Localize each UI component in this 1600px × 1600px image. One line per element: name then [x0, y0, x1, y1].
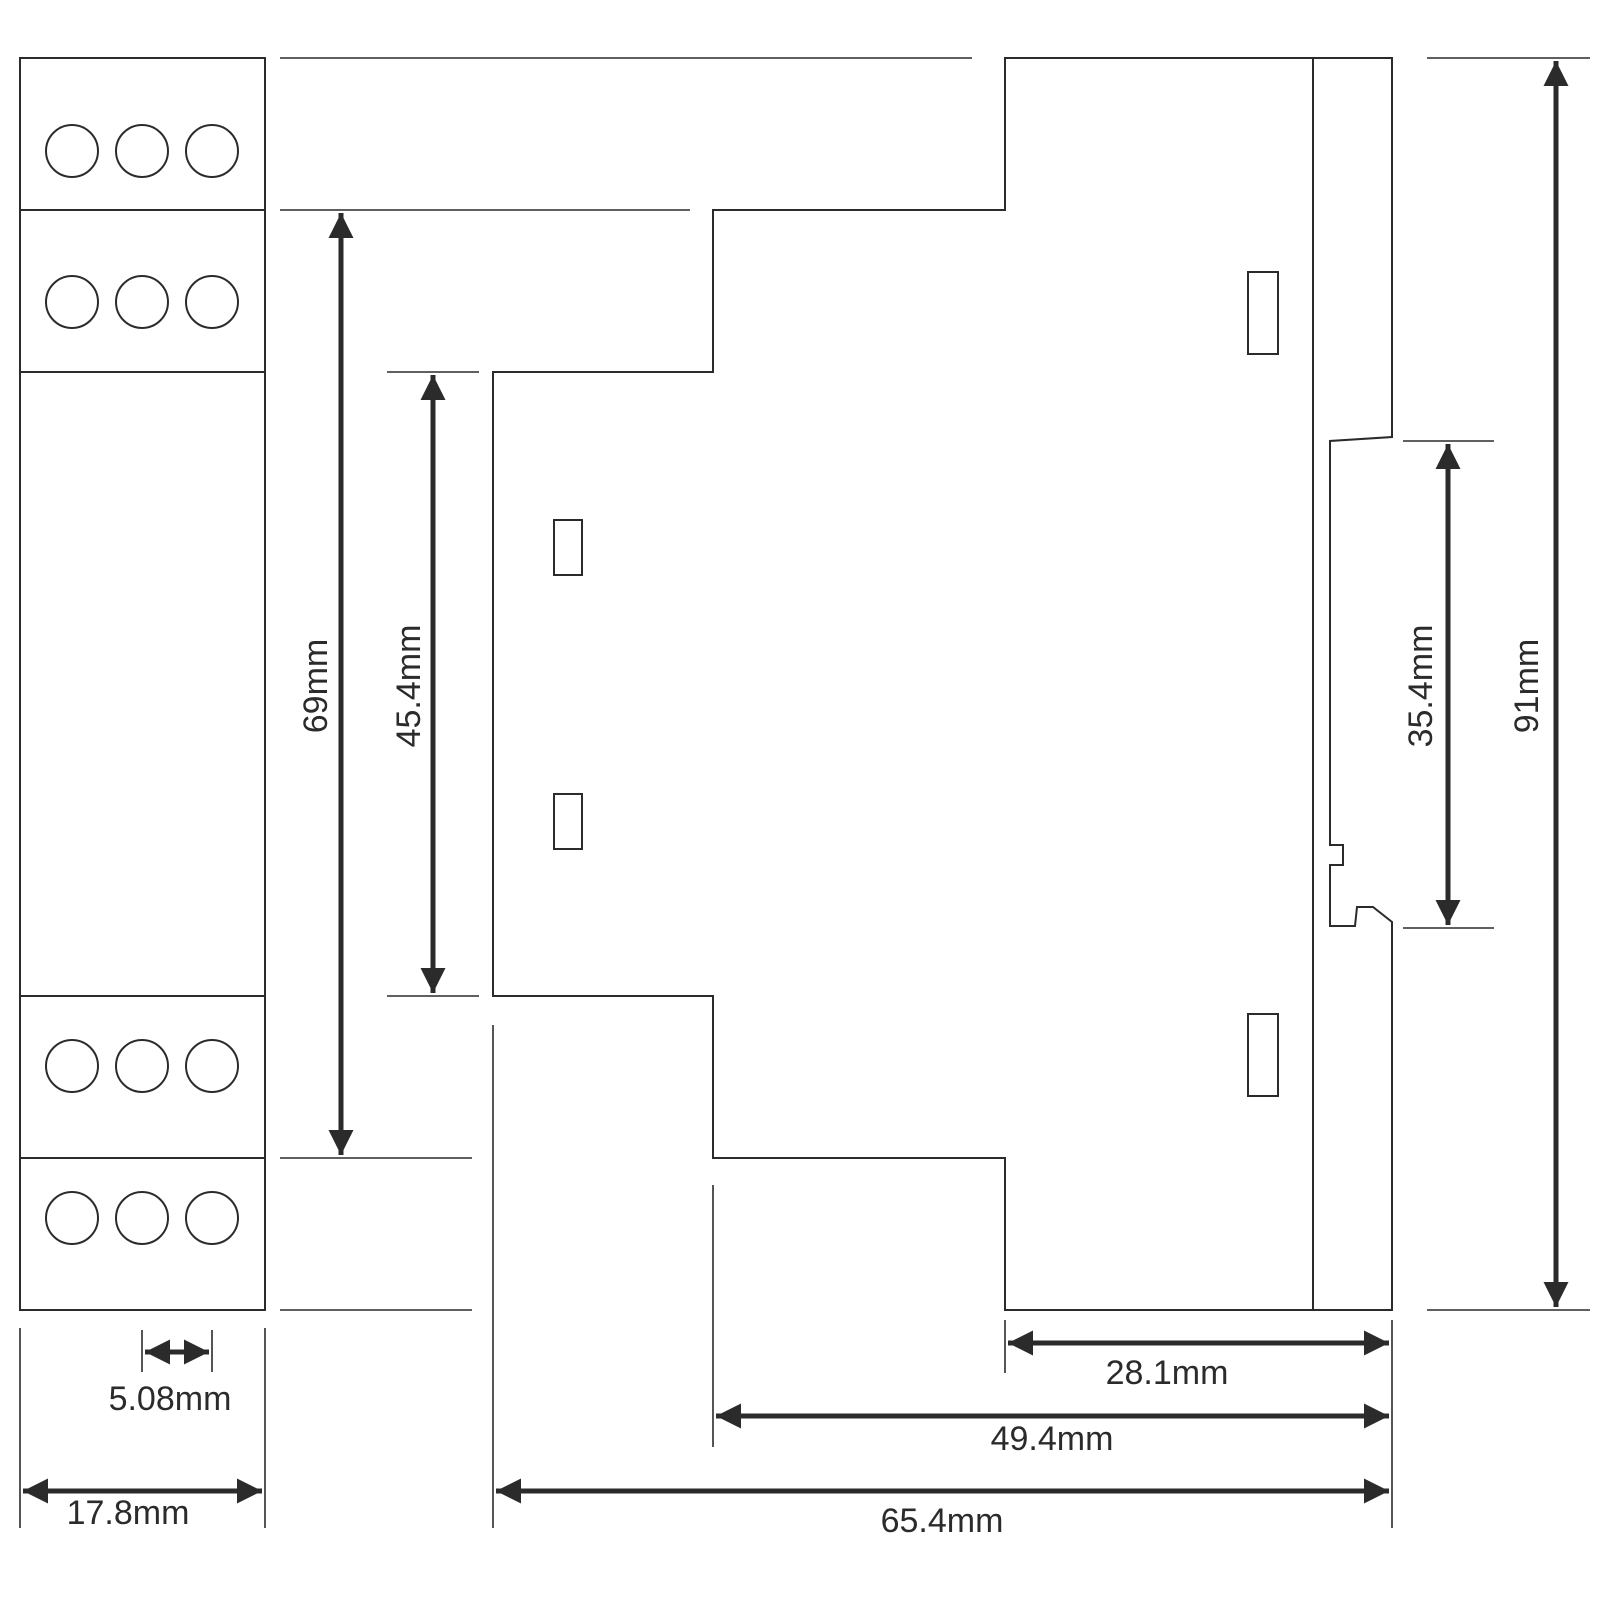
terminal-screw [185, 275, 239, 329]
terminal-screw [115, 1191, 169, 1245]
label-terminal-pitch: 5.08mm [109, 1380, 232, 1418]
label-depth-middle: 49.4mm [991, 1420, 1114, 1458]
label-front-height: 45.4mm [390, 625, 428, 748]
terminal-screw [185, 1191, 239, 1245]
terminal-screw [45, 1039, 99, 1093]
side-view-outline [492, 57, 1393, 1311]
label-depth-total: 65.4mm [881, 1502, 1004, 1540]
label-module-width: 17.8mm [67, 1494, 190, 1532]
extension-lines [19, 57, 1590, 1528]
side-view [492, 57, 1393, 1311]
dimension-labels: 69mm 45.4mm 35.4mm 91mm 17.8mm 5.08mm 28… [67, 625, 1546, 1540]
terminal-screw [115, 275, 169, 329]
terminal-screw [115, 1039, 169, 1093]
terminal-screw [185, 1039, 239, 1093]
vent-slot [553, 793, 583, 850]
terminal-screw [45, 124, 99, 178]
front-view-outline [19, 57, 266, 1311]
label-rail-height: 35.4mm [1402, 625, 1440, 748]
vent-slot [1247, 1013, 1279, 1097]
terminal-screw [45, 1191, 99, 1245]
terminal-screw [45, 275, 99, 329]
front-view [19, 57, 266, 1311]
vent-slot [553, 519, 583, 576]
label-terminal-span: 69mm [297, 639, 335, 733]
vent-slot [1247, 271, 1279, 355]
dimension-lines [23, 61, 1569, 1504]
terminal-screw [115, 124, 169, 178]
label-total-height: 91mm [1508, 639, 1546, 733]
terminal-screw [185, 124, 239, 178]
label-depth-front: 28.1mm [1106, 1354, 1229, 1392]
